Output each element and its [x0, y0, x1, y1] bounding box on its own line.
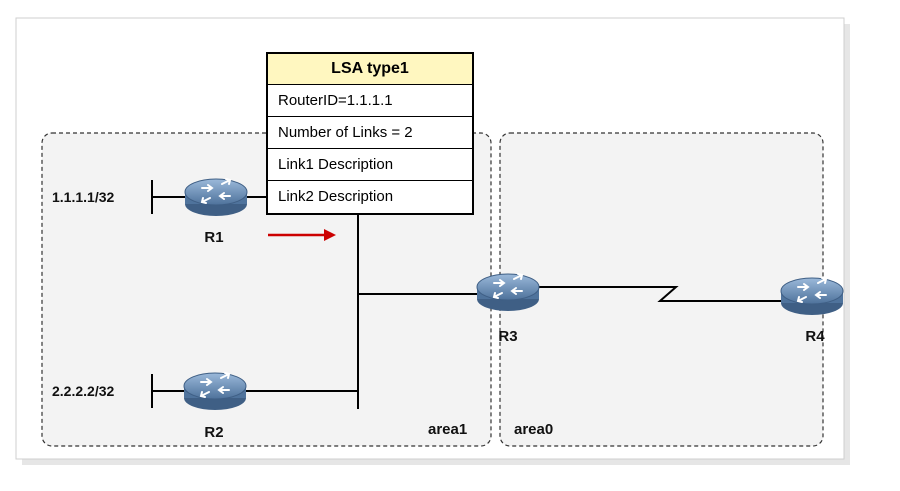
- router-icon: [183, 372, 247, 411]
- lsa-row-router-id: RouterID=1.1.1.1: [268, 85, 472, 117]
- router-label-r3: R3: [498, 328, 518, 345]
- network-stub-1: [151, 180, 185, 214]
- lsa-title: LSA type1: [268, 54, 472, 85]
- lsa-type1-box: LSA type1 RouterID=1.1.1.1 Number of Lin…: [266, 52, 474, 215]
- router-label-r1: R1: [204, 229, 224, 246]
- network-label-2: 2.2.2.2/32: [52, 383, 115, 399]
- lsa-row-link2: Link2 Description: [278, 188, 394, 205]
- router-icon: [780, 277, 844, 316]
- lsa-row-link-count: Number of Links = 2: [268, 117, 472, 149]
- flood-arrow: [268, 229, 336, 241]
- area-label-area1: area1: [428, 421, 468, 438]
- router-icon: [184, 178, 248, 217]
- lsa-row-link1: Link1 Description: [268, 149, 472, 181]
- router-icon: [476, 273, 540, 312]
- router-label-r4: R4: [805, 328, 825, 345]
- network-label-1: 1.1.1.1/32: [52, 189, 115, 205]
- router-label-r2: R2: [204, 424, 224, 441]
- area0-region: [499, 132, 824, 447]
- network-stub-2: [151, 374, 185, 408]
- area-label-area0: area0: [514, 421, 554, 438]
- serial-link-r3-r4: [537, 286, 790, 302]
